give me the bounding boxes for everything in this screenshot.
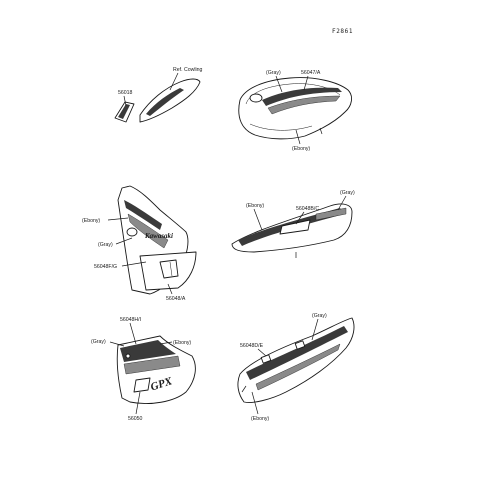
rear-cowl-group: (Gray) 56048D/E (Ebony) xyxy=(237,313,355,422)
vent-line xyxy=(169,261,173,277)
side-cover-decal-window xyxy=(279,219,311,235)
upper-cowling-group: Kawasaki (Ebony) (Gray) 56048F/G 56048/A xyxy=(82,185,197,302)
label-fairing-gray: (Gray) xyxy=(91,339,106,345)
leader-tank-ebony xyxy=(295,129,301,145)
label-56048fg: 56048F/G xyxy=(94,264,117,270)
fuel-tank-group: (Gray) 56047/A (Ebony) xyxy=(238,70,352,152)
cowling-gray-band xyxy=(127,213,169,249)
leader-ref-cowling xyxy=(169,72,179,91)
rear-cowl-dark-band xyxy=(246,326,348,380)
fuel-tank xyxy=(238,77,352,140)
tank-lower-edge xyxy=(249,123,313,131)
leader-rear-ebony xyxy=(251,391,259,415)
label-56048hi: 56048H/I xyxy=(120,317,141,323)
cowling-upper-band xyxy=(124,200,162,230)
leader-side-gray xyxy=(337,195,347,211)
leader-rear-gray xyxy=(311,318,319,341)
side-cover-group: (Ebony) 56048B/C (Gray) xyxy=(231,190,355,258)
part-56018-decal-fill xyxy=(118,104,130,119)
leader-cowl-ebony xyxy=(107,217,129,221)
ref-code: F2861 xyxy=(332,28,353,35)
cowling-vent xyxy=(159,259,179,279)
leader-tank-gray xyxy=(275,75,283,93)
kawasaki-decal-text: Kawasaki xyxy=(144,232,173,240)
rear-cowl-mount xyxy=(241,385,247,393)
label-cowl-ebony: (Ebony) xyxy=(82,218,100,224)
leader-56048de xyxy=(257,348,267,357)
label-fairing-ebony: (Ebony) xyxy=(173,340,191,346)
rear-cowl-gray-stripe xyxy=(255,343,341,391)
tank-gray-stripe xyxy=(267,95,341,115)
tank-stripe xyxy=(262,87,342,106)
label-56048de: 56048D/E xyxy=(240,343,264,349)
label-56018: 56018 xyxy=(118,90,133,96)
side-cover-gray-stripe xyxy=(315,207,347,221)
label-56048a: 56048/A xyxy=(166,296,186,302)
cowling-stripe xyxy=(146,88,184,116)
leader-side-ebony xyxy=(253,208,263,231)
label-56047: 56047/A xyxy=(301,70,321,76)
label-rear-gray: (Gray) xyxy=(312,313,327,319)
fairing-bolt xyxy=(125,353,131,359)
label-56050: 56050 xyxy=(128,416,143,422)
cowling-light xyxy=(126,227,138,237)
label-ref-cowling: Ref. Cowling xyxy=(173,67,203,73)
leader-56048hi xyxy=(129,322,137,345)
label-56048bc: 56048B/C xyxy=(296,206,319,212)
label-tank-ebony: (Ebony) xyxy=(292,146,310,152)
label-tank-gray: (Gray) xyxy=(266,70,281,76)
label-rear-ebony: (Ebony) xyxy=(251,416,269,422)
fairing-gray-band xyxy=(123,355,181,375)
leader-56048bc xyxy=(295,211,305,225)
tank-cap xyxy=(249,93,263,103)
leader-cowl-gray xyxy=(115,237,133,245)
leader-56048fg xyxy=(121,261,147,267)
leader-56050 xyxy=(135,391,141,415)
cowling-panel xyxy=(139,78,201,123)
fairing-vent xyxy=(133,377,151,393)
rear-cowl-tab-left xyxy=(260,354,272,364)
label-cowl-gray: (Gray) xyxy=(98,242,113,248)
fairing-dark-top xyxy=(120,340,176,362)
rear-cowl-tab-right xyxy=(294,340,306,350)
leader-56047 xyxy=(303,75,309,91)
leader-fairing-ebony xyxy=(159,341,173,345)
tank-mount xyxy=(319,127,323,135)
lower-fairing-group: GPX 56048H/I (Gray) (Ebony) 56050 xyxy=(91,317,196,422)
leader-56018 xyxy=(123,95,127,107)
cowling-decal-group: 56018 Ref. Cowling xyxy=(114,67,203,123)
leader-fairing-gray xyxy=(109,341,125,347)
leader-56048a xyxy=(167,283,173,295)
label-side-ebony: (Ebony) xyxy=(246,203,264,209)
label-side-gray: (Gray) xyxy=(340,190,355,196)
